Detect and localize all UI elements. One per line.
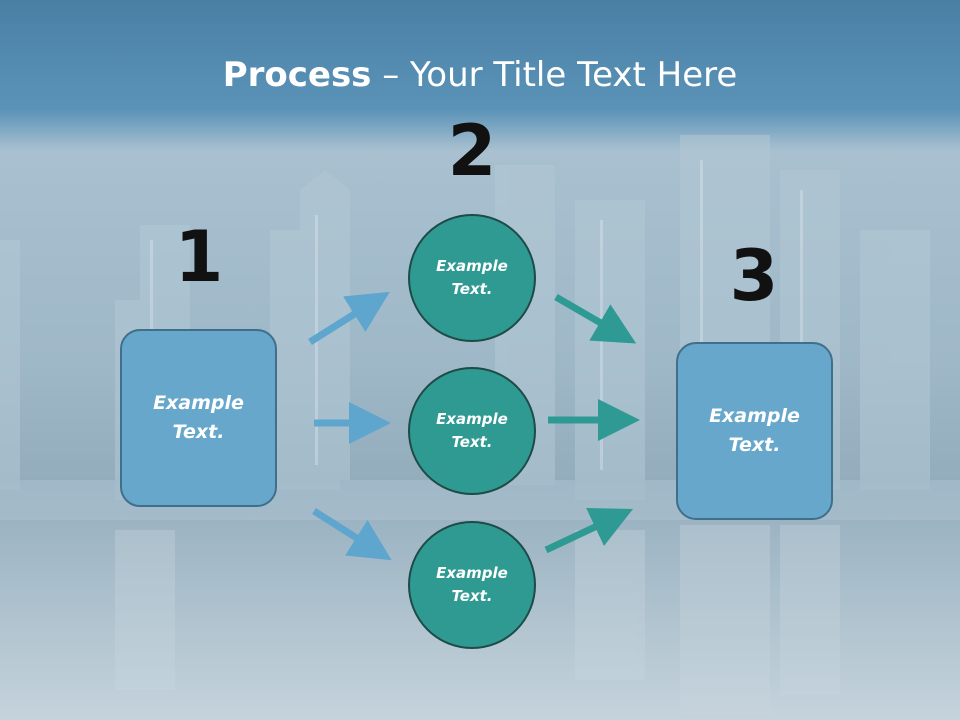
- step3-box: Example Text.: [676, 342, 833, 520]
- step2-circle-top-text: Example Text.: [436, 257, 508, 298]
- arrow-1-to-2-top: [308, 291, 390, 345]
- step2-circle-top: Example Text.: [408, 214, 536, 342]
- step2-circle-bottom-text: Example Text.: [436, 564, 508, 605]
- step2-circle-bottom: Example Text.: [408, 521, 536, 649]
- arrow-2-top-to-3: [554, 293, 637, 344]
- arrow-1-to-2-bottom: [312, 508, 392, 561]
- arrow-2-bottom-to-3: [544, 507, 634, 554]
- step2-circle-middle: Example Text.: [408, 367, 536, 495]
- step1-box: Example Text.: [120, 329, 277, 507]
- step-number-3: 3: [729, 235, 779, 317]
- title-rest-part: – Your Title Text Here: [371, 55, 738, 95]
- step-number-2: 2: [447, 110, 497, 192]
- step2-circle-middle-text: Example Text.: [436, 410, 508, 451]
- slide-title: Process – Your Title Text Here: [0, 52, 960, 98]
- title-bold-part: Process: [222, 55, 372, 95]
- step1-box-text: Example Text.: [153, 392, 244, 443]
- step3-box-text: Example Text.: [709, 405, 800, 456]
- step-number-1: 1: [174, 216, 224, 298]
